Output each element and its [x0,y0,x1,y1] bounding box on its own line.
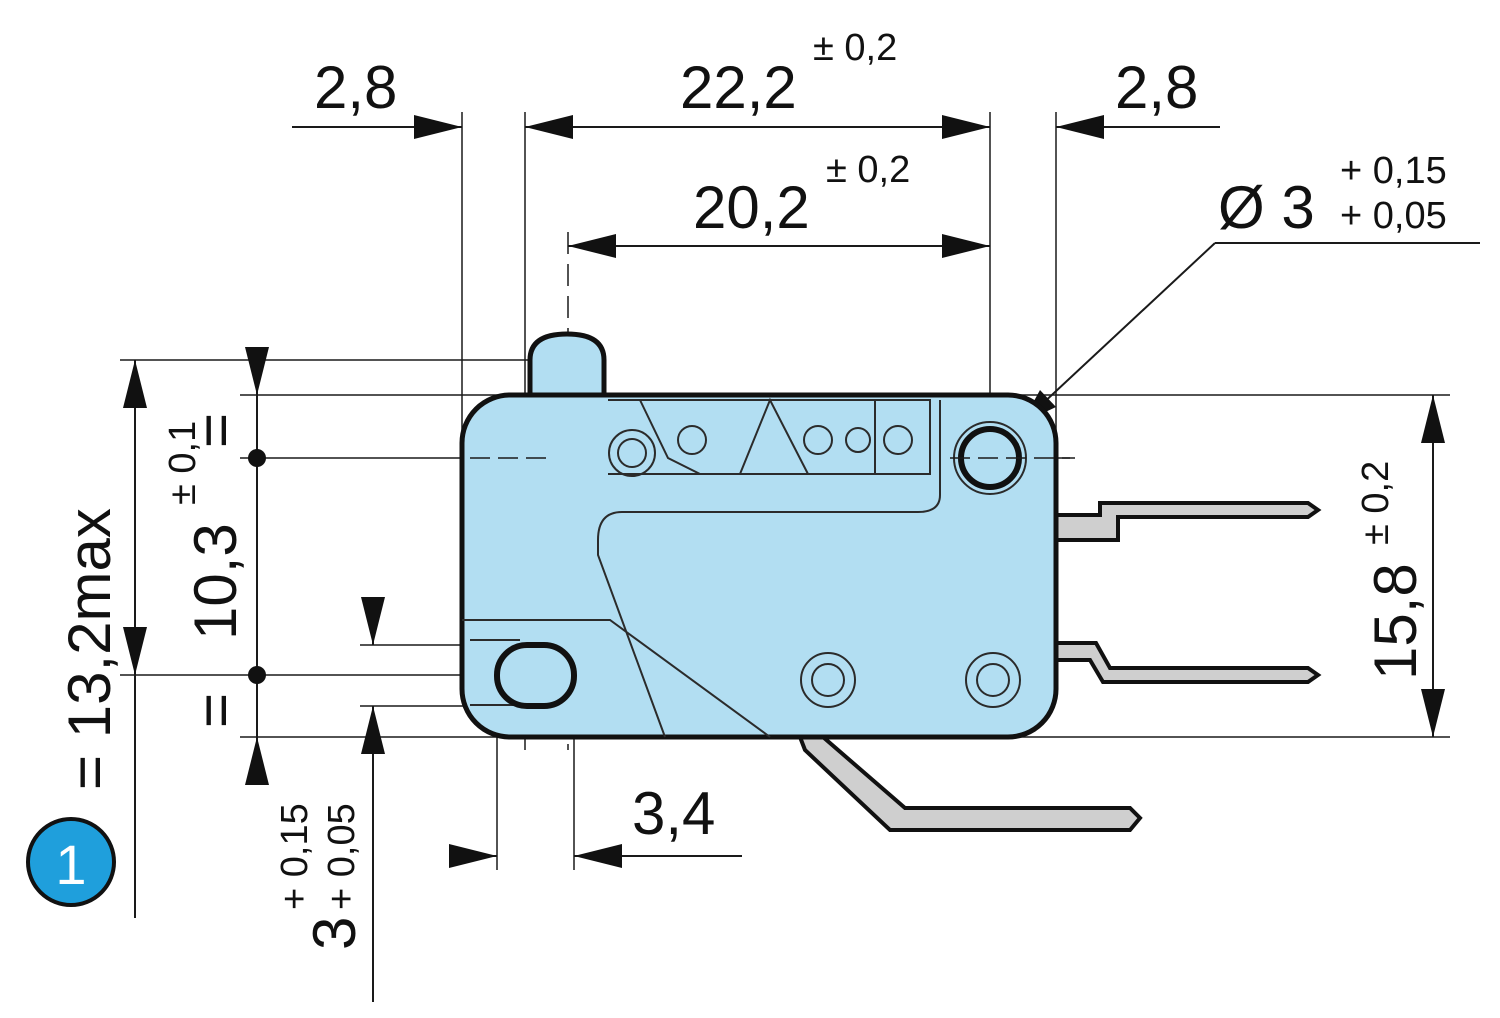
overall-pitch-tol: ± 0,2 [813,27,897,69]
vertical-pitch-tol: ± 0,1 [162,421,204,505]
slot-height-tol-upper: + 0,15 [274,803,316,910]
vertical-pitch-label: 10,3 [182,523,249,640]
slot-height-tol-lower: + 0,05 [321,803,363,910]
equal-sign-bottom: = [182,693,249,728]
terminal-middle [1048,641,1322,684]
switch-body [459,331,1070,740]
terminal-pins [797,501,1322,832]
mounting-slot [494,642,577,709]
slot-height-label: 3 [301,917,368,950]
dimension-labels: 2,8 22,2 ± 0,2 2,8 20,2 ± 0,2 Ø 3 + 0,15… [56,27,1447,950]
hole-diameter-tol-upper: + 0,15 [1340,150,1447,192]
terminal-bottom [797,735,1143,832]
reference-badge: 1 [26,817,116,907]
body-height-label: 15,8 [1362,563,1429,680]
hole-pitch-label: 20,2 [693,174,810,241]
total-height-label: = 13,2max [56,508,123,790]
overall-pitch-label: 22,2 [680,54,797,121]
left-offset-label: 2,8 [314,54,397,121]
hole-diameter-tol-lower: + 0,05 [1340,195,1447,237]
hole-pitch-tol: ± 0,2 [826,149,910,191]
right-offset-label: 2,8 [1115,54,1198,121]
switch-housing [459,392,1059,740]
body-height-tol: ± 0,2 [1355,461,1397,545]
equal-sign-top: = [182,413,249,448]
dimension-lines [123,115,1480,1002]
hole-diameter-label: Ø 3 [1218,174,1315,241]
terminal-top [1048,501,1322,542]
slot-width-label: 3,4 [632,780,715,847]
badge-number: 1 [55,833,86,896]
actuator-plunger [527,331,607,398]
